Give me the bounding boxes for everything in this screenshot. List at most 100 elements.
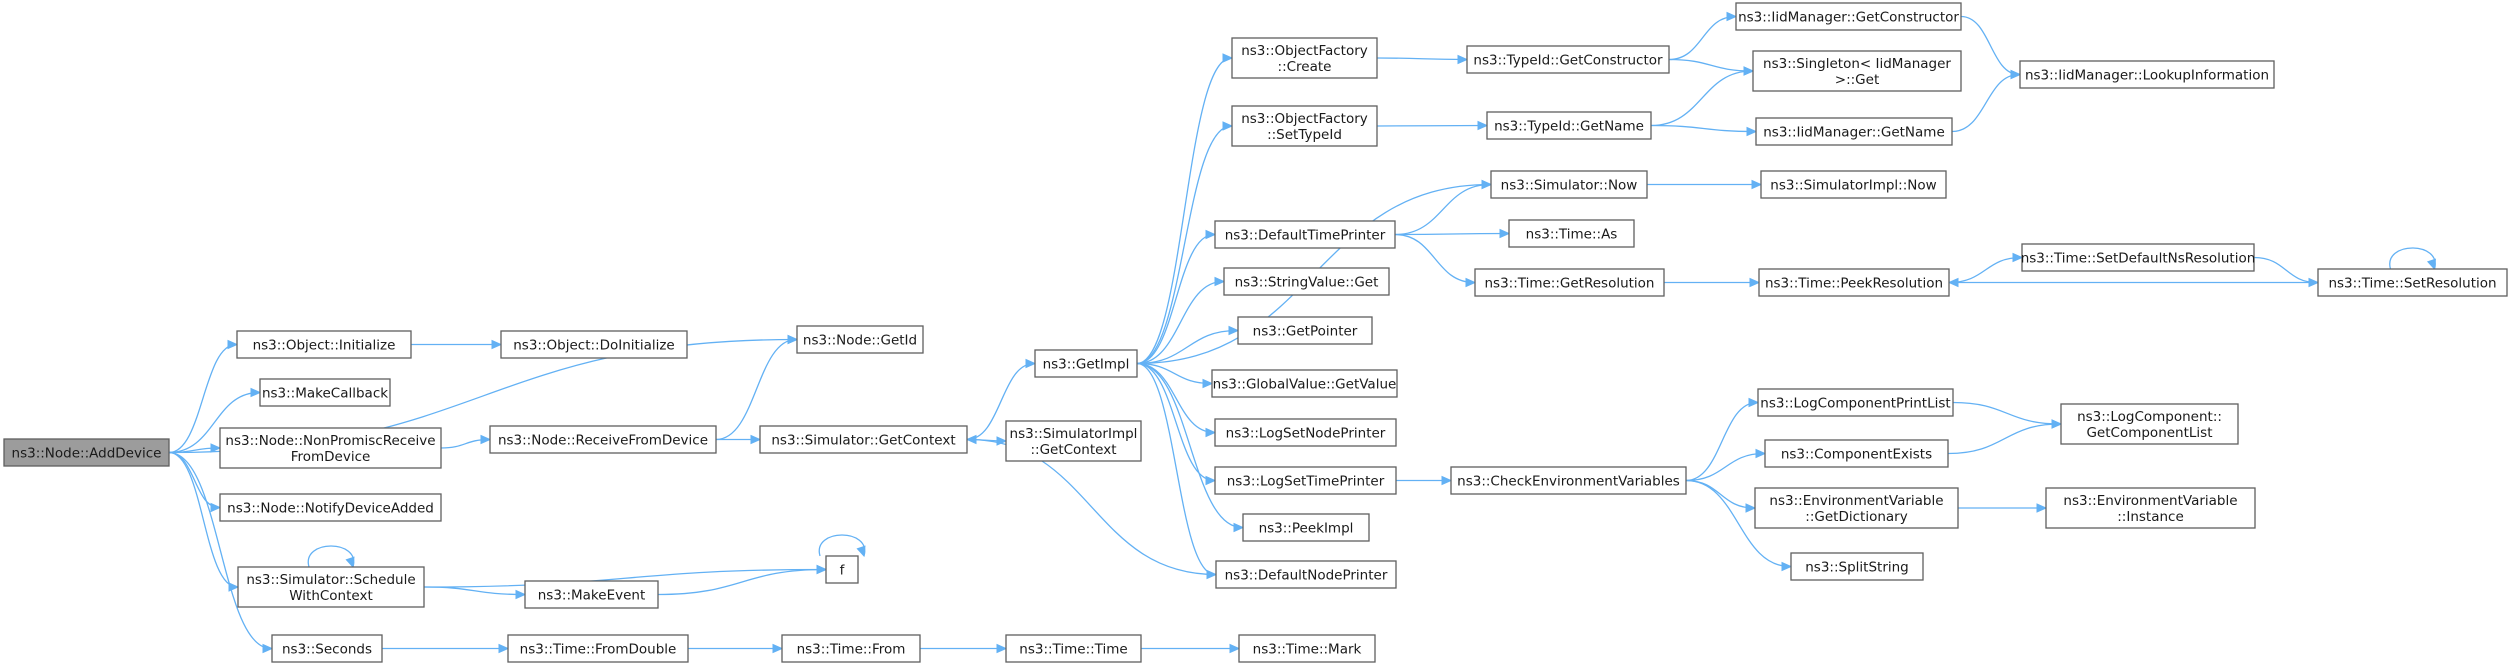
node-envinstance[interactable]: ns3::EnvironmentVariable::Instance <box>2045 487 2256 529</box>
node-box <box>237 566 425 608</box>
node-setdefres[interactable]: ns3::Time::SetDefaultNsResolution <box>2021 243 2256 272</box>
node-box <box>1752 50 1962 92</box>
node-box <box>1466 45 1670 74</box>
node-box <box>1508 219 1635 248</box>
node-box <box>219 427 442 469</box>
edge-adddevice-to-nonpromisc <box>168 443 222 454</box>
node-peekres[interactable]: ns3::Time::PeekResolution <box>1758 268 1950 297</box>
node-label: ns3::GlobalValue::GetValue <box>1213 377 1397 393</box>
node-seconds[interactable]: ns3::Seconds <box>271 634 383 663</box>
node-label: ns3::ObjectFactory <box>1241 43 1368 59</box>
node-getimpl[interactable]: ns3::GetImpl <box>1034 349 1138 378</box>
node-splitstring[interactable]: ns3::SplitString <box>1790 552 1924 581</box>
edge-setres-to-setres <box>2389 247 2437 271</box>
node-checkenv[interactable]: ns3::CheckEnvironmentVariables <box>1450 466 1687 495</box>
node-timetime[interactable]: ns3::Time::Time <box>1005 634 1142 663</box>
node-getpointer[interactable]: ns3::GetPointer <box>1237 316 1373 345</box>
edge-arrowhead <box>1222 53 1234 63</box>
edge-arrowhead <box>491 339 503 350</box>
edge-logcompprint-to-getcomplist <box>1952 401 2063 429</box>
edge-arrowhead <box>1499 228 1511 239</box>
node-label: ns3::ObjectFactory <box>1241 111 1368 127</box>
node-logcompprint[interactable]: ns3::LogComponentPrintList <box>1757 388 1954 417</box>
edge-arrowhead <box>1749 277 1761 288</box>
node-box <box>1764 439 1949 468</box>
node-recvfromdev[interactable]: ns3::Node::ReceiveFromDevice <box>489 425 717 454</box>
edge-arrowhead <box>1214 276 1226 287</box>
node-peekimpl[interactable]: ns3::PeekImpl <box>1242 513 1370 542</box>
node-timegetres[interactable]: ns3::Time::GetResolution <box>1474 268 1665 297</box>
node-getcomplist[interactable]: ns3::LogComponent::GetComponentList <box>2060 403 2239 445</box>
edge-line <box>657 568 826 596</box>
node-logsettime[interactable]: ns3::LogSetTimePrinter <box>1214 466 1397 495</box>
node-label: ns3::StringValue::Get <box>1235 275 1379 291</box>
node-box <box>796 325 924 354</box>
node-gvgetvalue[interactable]: ns3::GlobalValue::GetValue <box>1211 369 1398 398</box>
node-label: ::Instance <box>2117 509 2184 525</box>
node-box <box>1223 267 1390 296</box>
node-ofsettype[interactable]: ns3::ObjectFactory::SetTypeId <box>1231 105 1378 147</box>
node-iidgetctor[interactable]: ns3::IidManager::GetConstructor <box>1735 2 1962 31</box>
edge-objinit-to-doinit <box>411 339 503 350</box>
node-objinit[interactable]: ns3::Object::Initialize <box>236 330 412 359</box>
node-label: ns3::LogSetTimePrinter <box>1227 474 1385 490</box>
edge-line <box>1394 232 1509 236</box>
node-timemark[interactable]: ns3::Time::Mark <box>1238 634 1376 663</box>
node-logsetnode[interactable]: ns3::LogSetNodePrinter <box>1214 418 1397 447</box>
node-getid[interactable]: ns3::Node::GetId <box>796 325 924 354</box>
node-envgetdict[interactable]: ns3::EnvironmentVariable::GetDictionary <box>1754 487 1959 529</box>
edge-arrowhead <box>1465 277 1477 288</box>
node-iidgetname[interactable]: ns3::IidManager::GetName <box>1755 117 1953 146</box>
node-ofcreate[interactable]: ns3::ObjectFactory::Create <box>1231 37 1378 79</box>
edge-arrowhead <box>1202 378 1214 389</box>
node-timeas[interactable]: ns3::Time::As <box>1508 219 1635 248</box>
node-timefrom[interactable]: ns3::Time::From <box>781 634 921 663</box>
node-compexists[interactable]: ns3::ComponentExists <box>1764 439 1949 468</box>
node-tidgetname[interactable]: ns3::TypeId::GetName <box>1486 111 1652 140</box>
node-f[interactable]: f <box>825 555 859 584</box>
edge-line <box>1136 329 1238 365</box>
edge-iidgetname-to-iidlookup <box>1951 69 2022 133</box>
node-box <box>2021 243 2255 272</box>
node-box <box>1474 268 1665 297</box>
edge-arrowhead <box>1746 126 1758 137</box>
edge-arrowhead <box>345 556 355 569</box>
node-strvalget[interactable]: ns3::StringValue::Get <box>1223 267 1390 296</box>
node-label: ns3::Seconds <box>282 642 372 658</box>
node-adddevice[interactable]: ns3::Node::AddDevice <box>3 438 170 467</box>
node-box <box>1215 560 1397 589</box>
node-makeevent[interactable]: ns3::MakeEvent <box>524 580 659 609</box>
edge-deftimeprinter-to-timegetres <box>1394 233 1477 288</box>
node-tidgetctor[interactable]: ns3::TypeId::GetConstructor <box>1466 45 1670 74</box>
edge-getimpl-to-ofsettype <box>1136 121 1234 365</box>
node-simgetctx[interactable]: ns3::Simulator::GetContext <box>759 425 968 454</box>
node-doinit[interactable]: ns3::Object::DoInitialize <box>500 330 688 359</box>
node-implnow[interactable]: ns3::SimulatorImpl::Now <box>1760 170 1947 199</box>
edge-arrowhead <box>772 643 784 654</box>
edge-arrowhead <box>1781 561 1793 572</box>
edge-arrowhead <box>1205 427 1217 438</box>
node-iidlookup[interactable]: ns3::IidManager::LookupInformation <box>2019 60 2275 89</box>
edge-makeevent-to-f <box>657 564 828 596</box>
node-defnodeprinter[interactable]: ns3::DefaultNodePrinter <box>1215 560 1397 589</box>
edge-ofsettype-to-tidgetname <box>1376 120 1489 131</box>
edge-line <box>1952 401 2061 425</box>
node-fromdouble[interactable]: ns3::Time::FromDouble <box>507 634 689 663</box>
node-setres[interactable]: ns3::Time::SetResolution <box>2317 268 2508 297</box>
edge-arrowhead <box>1205 475 1217 486</box>
node-notifyadded[interactable]: ns3::Node::NotifyDeviceAdded <box>219 493 442 522</box>
node-implgetctx[interactable]: ns3::SimulatorImpl::GetContext <box>1005 420 1142 462</box>
node-label: ns3::Simulator::Schedule <box>246 572 415 588</box>
node-singletonget[interactable]: ns3::Singleton< IidManager>::Get <box>1752 50 1962 92</box>
edge-line <box>1650 70 1753 127</box>
node-makecallback[interactable]: ns3::MakeCallback <box>259 378 391 407</box>
node-simnow[interactable]: ns3::Simulator::Now <box>1490 170 1648 199</box>
edge-simnow-to-implnow <box>1647 179 1763 190</box>
node-box <box>271 634 383 663</box>
edge-peekres-to-setdefres <box>1948 252 2024 284</box>
node-label: ns3::LogComponentPrintList <box>1760 396 1950 412</box>
edge-getimpl-to-logsettime <box>1136 362 1217 486</box>
node-deftimeprinter[interactable]: ns3::DefaultTimePrinter <box>1214 220 1396 249</box>
